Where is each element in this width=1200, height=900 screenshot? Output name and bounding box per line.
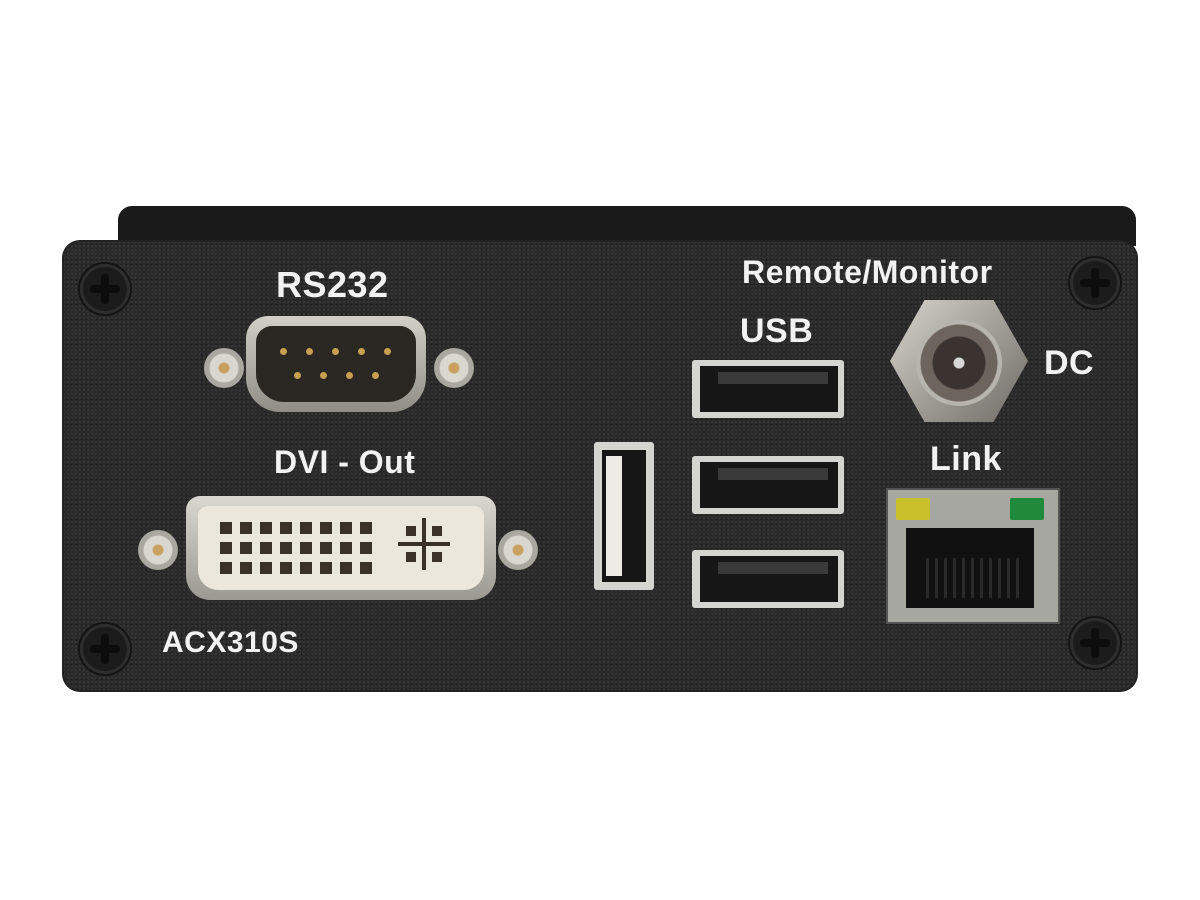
dc-power-jack[interactable] xyxy=(916,320,1002,406)
link-label: Link xyxy=(930,440,1002,478)
link-led-yellow xyxy=(896,498,930,520)
dvi-right-standoff xyxy=(498,530,538,570)
usb-port-3[interactable] xyxy=(692,550,844,608)
screw-icon xyxy=(80,624,130,674)
dc-label: DC xyxy=(1044,344,1095,382)
screw-icon xyxy=(80,264,130,314)
rs232-left-standoff xyxy=(204,348,244,388)
model-label: ACX310S xyxy=(162,626,299,659)
rs232-label: RS232 xyxy=(276,264,389,305)
usb-label: USB xyxy=(740,312,814,350)
device-top-edge xyxy=(118,206,1136,246)
screw-icon xyxy=(1070,258,1120,308)
dvi-label: DVI - Out xyxy=(274,444,416,480)
ethernet-jack-opening xyxy=(906,528,1034,608)
rs232-right-standoff xyxy=(434,348,474,388)
usb-port-1[interactable] xyxy=(692,360,844,418)
rs232-port-insert xyxy=(256,326,416,402)
dvi-port-insert xyxy=(198,506,484,590)
screw-icon xyxy=(1070,618,1120,668)
remote-monitor-label: Remote/Monitor xyxy=(742,254,993,290)
link-led-green xyxy=(1010,498,1044,520)
dvi-left-standoff xyxy=(138,530,178,570)
usb-port-vertical[interactable] xyxy=(594,442,654,590)
usb-port-2[interactable] xyxy=(692,456,844,514)
